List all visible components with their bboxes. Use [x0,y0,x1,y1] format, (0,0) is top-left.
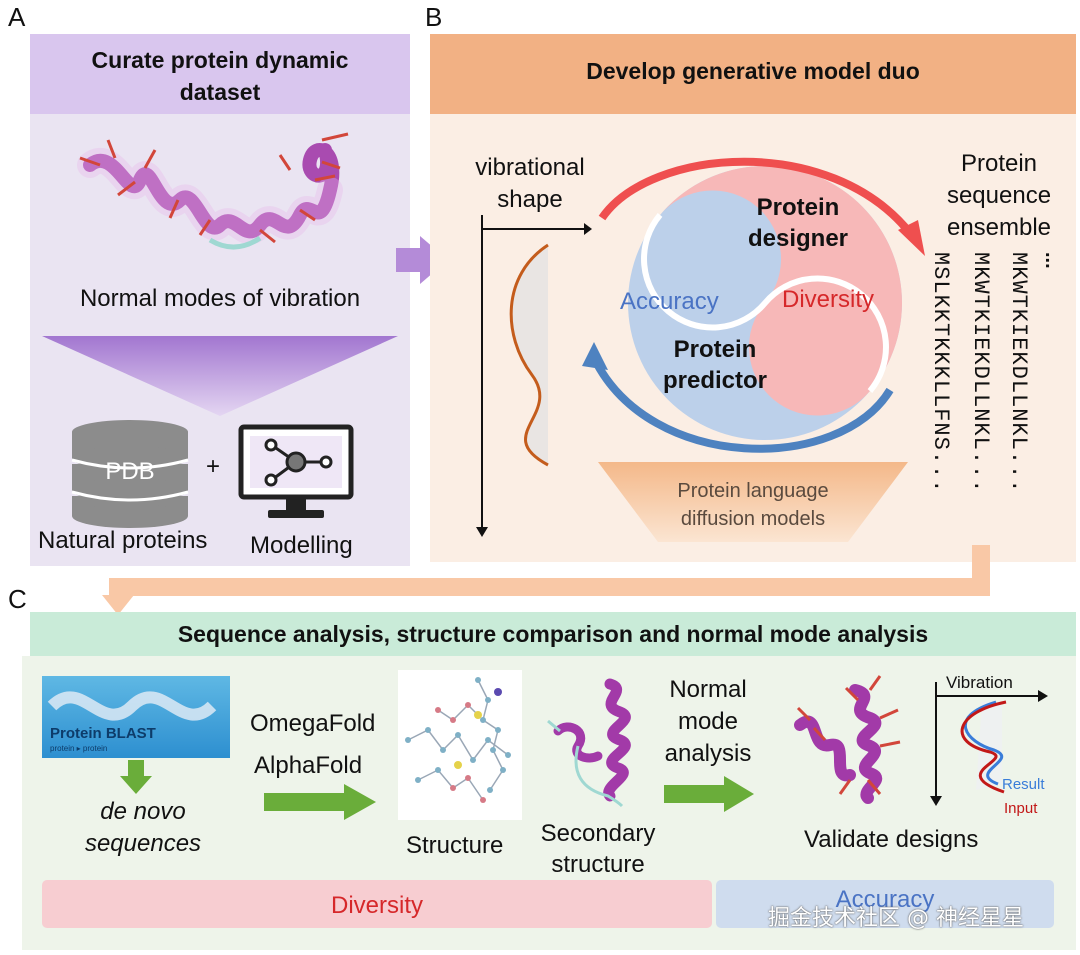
validate-designs-label: Validate designs [804,826,979,853]
sequence-ensemble-title: Protein sequence ensemble [946,150,1052,241]
cycle-arrow-red [598,157,914,236]
accuracy-label: Accuracy [620,288,719,315]
blast-thumbnail: Protein BLAST protein ▸ protein [42,676,230,758]
panel-a-helix-illustration [77,132,349,250]
helix-shadow [77,148,343,245]
b-to-c-connector [102,545,990,615]
panel-a-funnel [42,336,398,416]
panel-a-title: Curate protein dynamic dataset [30,34,410,114]
vibration-comparison-plot [930,682,1048,806]
omegafold-label: OmegaFold [250,710,376,737]
diversity-bar: Diversity [42,880,712,928]
down-arrow [120,760,152,794]
vibrational-shape-plot [476,215,592,537]
input-legend-label: Input [1004,800,1038,817]
vibration-arrows [79,132,349,244]
helix-loop [208,235,262,250]
accuracy-bar: Accuracy [716,880,1054,928]
watermark-text: 掘金技术社区 @ 神经星星 [768,906,1024,931]
language-model-funnel [598,462,908,542]
structure-label: Structure [406,832,504,859]
structure-image [398,670,522,820]
panel-c-title: Sequence analysis, structure comparison … [30,612,1076,656]
mode-shape-curve [509,243,549,467]
blast-title: Protein BLAST [50,725,156,742]
natural-proteins-label: Natural proteins [38,527,208,554]
vibration-axis-label: Vibration [946,673,1013,692]
sequence-2: MKWTKIEKDLLNKL... [968,252,993,494]
monitor-icon [238,424,354,518]
a-to-b-arrow [396,236,448,284]
diversity-label: Diversity [782,286,875,313]
database-icon [71,420,189,528]
secondary-structure-image [547,678,631,808]
protein-designer-label: Protein designer [747,194,849,252]
secondary-structure-label: Secondary structure [540,820,656,878]
panel-b-title: Develop generative model duo [430,34,1076,114]
fold-arrow [264,784,376,820]
ensemble-ellipsis: ... [1041,252,1063,269]
de-novo-label: de novo sequences [84,798,202,857]
panel-a-helix-caption: Normal modes of vibration [79,285,361,312]
nma-label: Normal mode analysis [664,676,752,767]
nma-arrow [664,776,754,812]
blast-subtitle: protein ▸ protein [50,744,108,753]
input-curve [960,700,1007,794]
modelling-label: Modelling [250,532,353,559]
validate-helix-image [794,675,901,804]
vibrational-shape-label: vibrational shape [475,154,585,213]
cycle-arrow-blue [590,356,894,453]
language-models-label: Protein language diffusion models [677,480,829,530]
alphafold-label: AlphaFold [254,752,363,779]
generative-duo-cycle [582,157,925,453]
helix-ribbon [83,143,340,239]
result-legend-label: Result [1002,776,1045,793]
protein-predictor-label: Protein predictor [662,336,767,394]
panel-c-letter: C [8,584,27,614]
sequence-3: MKWTKIEKDLLNKL... [1006,252,1031,494]
panel-b-letter: B [425,2,443,32]
database-label: PDB [105,458,155,485]
sequence-1: MSLKKTKKKLLFNS... [928,252,953,494]
plus-sign: + [206,453,221,480]
panel-a-letter: A [8,2,26,32]
